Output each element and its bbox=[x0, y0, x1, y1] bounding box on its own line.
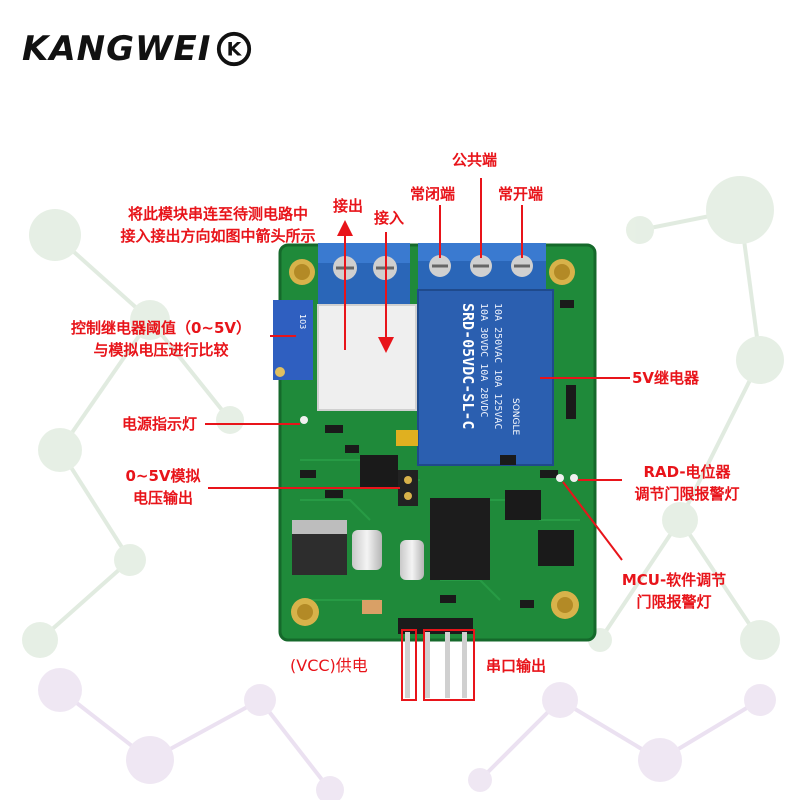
analog-output-header bbox=[398, 470, 418, 506]
relay-rating-1: 10A 250VAC 10A 125VAC bbox=[492, 303, 503, 429]
callout-lines bbox=[205, 178, 630, 701]
capacitor bbox=[352, 530, 424, 614]
relay-rating-2: 10A 30VDC 10A 28VDC bbox=[478, 303, 489, 417]
relay-model: SRD-05VDC-SL-C bbox=[459, 303, 477, 429]
mcu-label-line2: 门限报警灯 bbox=[636, 593, 712, 611]
input-output-terminal bbox=[318, 243, 410, 305]
input-terminal-label: 接入 bbox=[374, 209, 405, 227]
power-led bbox=[300, 416, 308, 424]
threshold-label-line2: 与模拟电压进行比较 bbox=[93, 341, 229, 359]
ic-chip bbox=[538, 530, 574, 566]
ic-chip bbox=[360, 455, 398, 489]
molecule-background bbox=[22, 176, 784, 804]
current-sensor bbox=[317, 304, 417, 411]
analog-out-label-line2: 电压输出 bbox=[132, 489, 193, 507]
analog-out-label-line1: 0~5V模拟 bbox=[125, 467, 201, 485]
brand-mark-icon: K bbox=[217, 31, 252, 67]
mounting-screw-bottom-right bbox=[551, 591, 579, 619]
brand-logo: KANGWEI K bbox=[22, 24, 253, 74]
potentiometer: 103 bbox=[273, 300, 313, 380]
common-terminal-label: 公共端 bbox=[452, 151, 498, 169]
mcu-chip bbox=[430, 498, 490, 580]
no-terminal-label: 常开端 bbox=[498, 185, 544, 203]
serial-label: 串口输出 bbox=[486, 657, 547, 675]
rad-label-line2: 调节门限报警灯 bbox=[634, 485, 740, 503]
threshold-label-line1: 控制继电器阈值（0~5V） bbox=[70, 319, 252, 337]
mcu-led bbox=[556, 474, 564, 482]
svg-text:103: 103 bbox=[298, 314, 307, 329]
tantalum-capacitor bbox=[396, 430, 418, 446]
power-led-label: 电源指示灯 bbox=[122, 415, 198, 433]
mounting-screw-bottom-left bbox=[291, 598, 319, 626]
relay: 10A 250VAC 10A 125VAC 10A 30VDC 10A 28VD… bbox=[417, 289, 554, 466]
rad-label-line1: RAD-电位器 bbox=[643, 463, 731, 481]
ic-chip bbox=[505, 490, 541, 520]
brand-name: KANGWEI bbox=[22, 29, 212, 69]
mounting-screw-top-right bbox=[549, 259, 575, 285]
vcc-label: (VCC)供电 bbox=[290, 656, 368, 675]
rad-led bbox=[570, 474, 578, 482]
brand-mark-letter: K bbox=[227, 39, 243, 61]
nc-terminal-label: 常闭端 bbox=[410, 185, 456, 203]
output-terminal-label: 接出 bbox=[333, 197, 364, 215]
insert-note-line2: 接入接出方向如图中箭头所示 bbox=[120, 227, 316, 245]
insert-note-line1: 将此模块串连至待测电路中 bbox=[127, 205, 308, 223]
relay-label: 5V继电器 bbox=[632, 369, 700, 387]
mcu-label-line1: MCU-软件调节 bbox=[621, 571, 727, 589]
relay-brand: SONGLE bbox=[510, 398, 520, 436]
mounting-screw-top-left bbox=[289, 259, 315, 285]
